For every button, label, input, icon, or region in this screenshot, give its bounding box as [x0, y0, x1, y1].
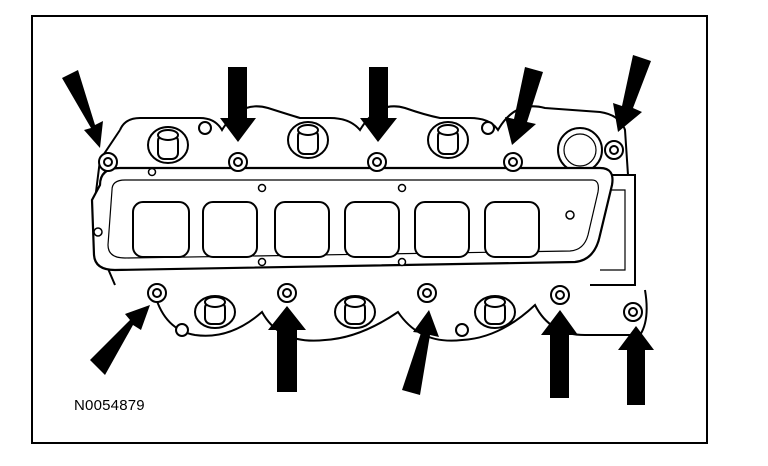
lower-valve-seats	[175, 295, 516, 337]
upper-valve-seats	[147, 121, 495, 164]
bolt	[550, 285, 570, 305]
intake-port	[274, 201, 330, 258]
intake-port	[484, 201, 540, 258]
bolt	[417, 283, 437, 303]
arrow	[62, 70, 103, 148]
intake-port	[202, 201, 258, 258]
bolt	[98, 152, 118, 172]
arrow	[90, 305, 150, 375]
bolt	[147, 283, 167, 303]
intake-port	[344, 201, 400, 258]
bolt	[604, 140, 624, 160]
valve-seat	[474, 295, 516, 329]
intake-ports	[132, 201, 540, 258]
valve-seat	[147, 126, 189, 164]
bolts	[98, 140, 643, 322]
valve-seat	[427, 121, 469, 159]
arrow	[360, 67, 397, 142]
valve-seat	[334, 295, 376, 329]
intake-port	[414, 201, 470, 258]
intake-port	[132, 201, 190, 258]
bolt	[623, 302, 643, 322]
arrow	[402, 310, 439, 395]
bolt	[277, 283, 297, 303]
arrow	[505, 67, 543, 145]
arrow	[541, 310, 578, 398]
valve-seat	[194, 295, 236, 329]
figure-id-label: N0054879	[74, 397, 145, 414]
arrow	[268, 306, 306, 392]
arrow	[613, 55, 651, 132]
callout-arrows	[62, 55, 654, 405]
bolt	[228, 152, 248, 172]
arrow	[220, 67, 256, 142]
arrow	[618, 326, 654, 405]
bolt	[367, 152, 387, 172]
valve-seat	[287, 121, 329, 159]
bolt	[503, 152, 523, 172]
